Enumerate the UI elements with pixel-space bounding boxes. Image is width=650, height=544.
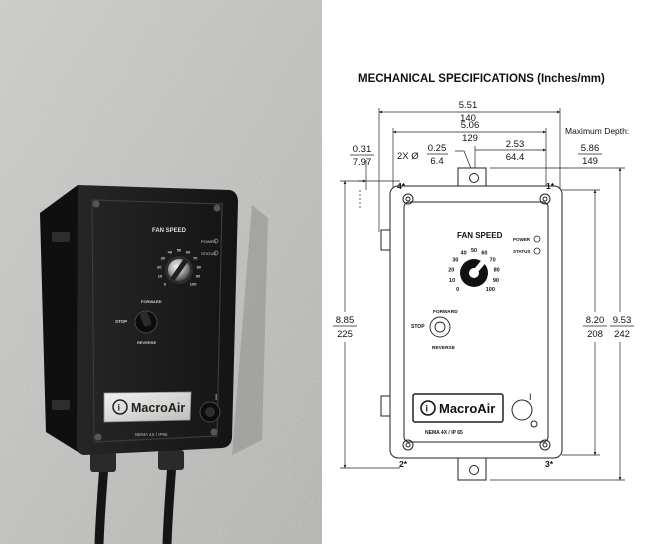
dial-tick-label: 60 bbox=[481, 250, 487, 256]
photo-reverse-label: REVERSE bbox=[137, 340, 156, 345]
hole-diameter-prefix: 2X Ø bbox=[397, 151, 419, 162]
center-offset-mm: 64.4 bbox=[506, 152, 525, 163]
dial-tick-label: 20 bbox=[157, 264, 162, 269]
photo-power-label: POWER bbox=[201, 239, 216, 244]
forward-label: FORWARD bbox=[433, 309, 458, 315]
rating-label: NEMA 4X / IP 65 bbox=[425, 430, 463, 436]
photo-power-switch bbox=[199, 401, 221, 423]
power-label: POWER bbox=[513, 237, 531, 242]
mechanical-drawing: MECHANICAL SPECIFICATIONS (Inches/mm) 5.… bbox=[322, 0, 650, 544]
dial-tick-label: 40 bbox=[461, 250, 467, 256]
brand-plate: i bbox=[412, 393, 504, 423]
hole-spacing-in: 5.06 bbox=[461, 120, 480, 131]
photo-speed-knob bbox=[165, 256, 193, 284]
photo-direction-switch bbox=[134, 310, 158, 334]
dial-tick-label: 80 bbox=[197, 264, 202, 269]
body-height-in: 8.20 bbox=[586, 315, 605, 326]
dial-tick-label: 30 bbox=[452, 257, 458, 263]
stop-label: STOP bbox=[411, 324, 425, 330]
fan-speed-label: FAN SPEED bbox=[457, 231, 503, 240]
overall-width-in: 5.51 bbox=[459, 100, 478, 111]
photo-forward-label: FORWARD bbox=[141, 299, 162, 304]
power-cables bbox=[90, 450, 184, 544]
dial-tick-label: 10 bbox=[158, 274, 163, 279]
hole-height-mm: 225 bbox=[337, 329, 353, 340]
power-indicator-icon bbox=[533, 235, 541, 243]
dial-tick-label: 50 bbox=[177, 247, 182, 252]
dial-tick-label: 60 bbox=[186, 250, 191, 255]
dial-tick-label: 30 bbox=[161, 256, 166, 261]
direction-switch-icon bbox=[429, 316, 451, 338]
corner-label-1: 1* bbox=[546, 181, 555, 191]
enclosure-outline bbox=[380, 167, 563, 481]
photo-switch-mark: I bbox=[215, 393, 217, 402]
reverse-label: REVERSE bbox=[432, 345, 456, 351]
status-label: STATUS bbox=[513, 249, 530, 254]
edge-offset-mm: 7.97 bbox=[353, 157, 372, 168]
photo-fan-speed-label: FAN SPEED bbox=[152, 228, 187, 234]
photo-brand-plate: i bbox=[103, 391, 192, 423]
hole-height-in: 8.85 bbox=[336, 315, 355, 326]
dial-tick-label: 10 bbox=[449, 278, 455, 284]
max-depth-label: Maximum Depth: bbox=[565, 126, 629, 136]
hole-spacing-mm: 129 bbox=[462, 133, 478, 144]
hole-diameter-in: 0.25 bbox=[428, 143, 447, 154]
dial-tick-label: 70 bbox=[490, 257, 496, 263]
brand-text: MacroAir bbox=[439, 401, 495, 416]
max-depth-mm: 149 bbox=[582, 156, 598, 167]
body-height-mm: 208 bbox=[587, 329, 603, 340]
status-indicator-icon bbox=[533, 247, 541, 255]
overall-height-mm: 242 bbox=[614, 329, 630, 340]
overall-height-in: 9.53 bbox=[613, 315, 632, 326]
dial-tick-label: 20 bbox=[448, 267, 454, 273]
dial-tick-label: 50 bbox=[471, 248, 477, 254]
svg-text:i: i bbox=[118, 403, 121, 413]
dial-tick-label: 70 bbox=[193, 256, 198, 261]
dial-tick-label: 0 bbox=[456, 287, 459, 293]
photo-rating-label: NEMA 4X / IP65 bbox=[135, 432, 168, 437]
dial-tick-label: 100 bbox=[486, 287, 495, 293]
dial-tick-label: 90 bbox=[493, 278, 499, 284]
enclosure-photo bbox=[40, 185, 238, 455]
edge-offset-in: 0.31 bbox=[353, 144, 372, 155]
switch-mark: I bbox=[529, 392, 532, 402]
speed-dial-knob-icon bbox=[460, 259, 488, 287]
corner-label-3: 3* bbox=[545, 459, 554, 469]
corner-label-4: 4* bbox=[397, 181, 406, 191]
center-offset-in: 2.53 bbox=[506, 139, 525, 150]
max-depth-in: 5.86 bbox=[581, 143, 600, 154]
svg-text:i: i bbox=[426, 404, 429, 414]
hole-diameter-mm: 6.4 bbox=[430, 156, 443, 167]
photo-stop-label: STOP bbox=[115, 319, 127, 324]
photo-brand-text: MacroAir bbox=[131, 401, 185, 415]
drawing-title: MECHANICAL SPECIFICATIONS (Inches/mm) bbox=[358, 73, 605, 85]
corner-label-2: 2* bbox=[399, 459, 408, 469]
dial-tick-label: 90 bbox=[196, 274, 201, 279]
dial-tick-label: 80 bbox=[494, 267, 500, 273]
dial-tick-label: 100 bbox=[190, 282, 197, 287]
photo-status-label: STATUS bbox=[201, 251, 217, 256]
power-switch-icon bbox=[511, 399, 538, 428]
dial-tick-label: 0 bbox=[164, 282, 167, 287]
dial-tick-label: 40 bbox=[168, 250, 173, 255]
overall-width-mm: 140 bbox=[460, 113, 476, 124]
